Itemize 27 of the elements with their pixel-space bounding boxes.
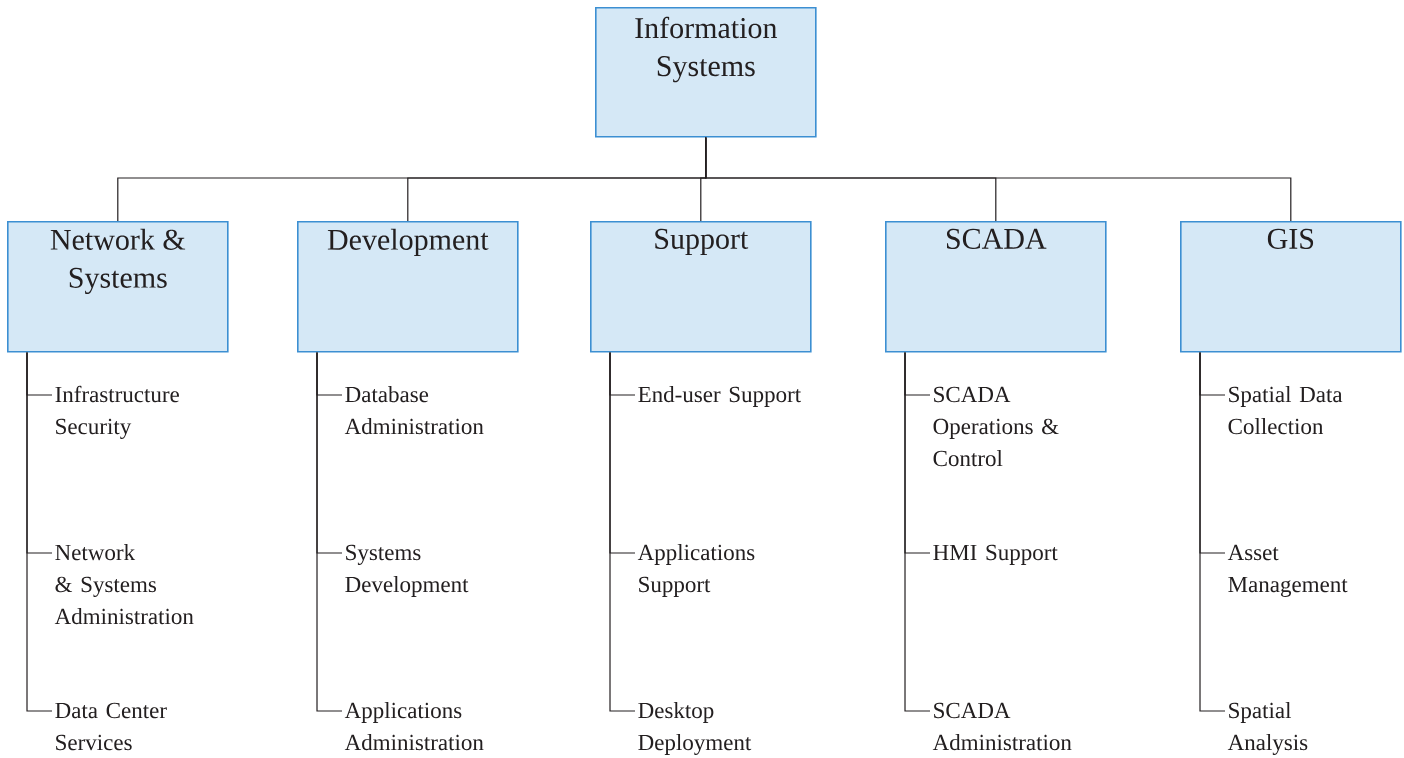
unit-label: Database Administration	[344, 386, 484, 435]
unit-label: Applications Administration	[344, 702, 484, 751]
connector-line	[705, 137, 1292, 222]
connector-line	[26, 352, 53, 712]
unit-label: Spatial Analysis	[1227, 702, 1308, 755]
unit-label: Spatial Data Collection	[1228, 386, 1343, 435]
unit-label: Infrastructure Security	[55, 385, 179, 439]
connector-line	[1199, 352, 1226, 712]
unit-label: Asset Management	[1227, 544, 1348, 597]
unit-label: End-user Support	[638, 386, 801, 407]
department-box: Support	[590, 221, 812, 353]
department-box: SCADA	[885, 221, 1107, 353]
unit-label: SCADA Operations & Control	[933, 386, 1059, 467]
department-box: Development	[297, 221, 519, 353]
unit-label: Desktop Deployment	[638, 702, 752, 755]
unit-label: Applications Support	[637, 544, 755, 597]
title-box: Information Systems	[595, 7, 817, 138]
unit-label: Data Center Services	[55, 702, 167, 751]
connector-line	[904, 352, 931, 712]
department-box: GIS	[1180, 221, 1402, 353]
unit-label: Systems Development	[345, 544, 469, 597]
unit-label: SCADA Administration	[932, 702, 1072, 751]
department-box: Network & Systems	[7, 221, 229, 353]
connector-line	[316, 352, 343, 712]
connector-line	[609, 352, 636, 712]
unit-label: Network & Systems Administration	[54, 544, 194, 625]
unit-label: HMI Support	[933, 544, 1058, 565]
